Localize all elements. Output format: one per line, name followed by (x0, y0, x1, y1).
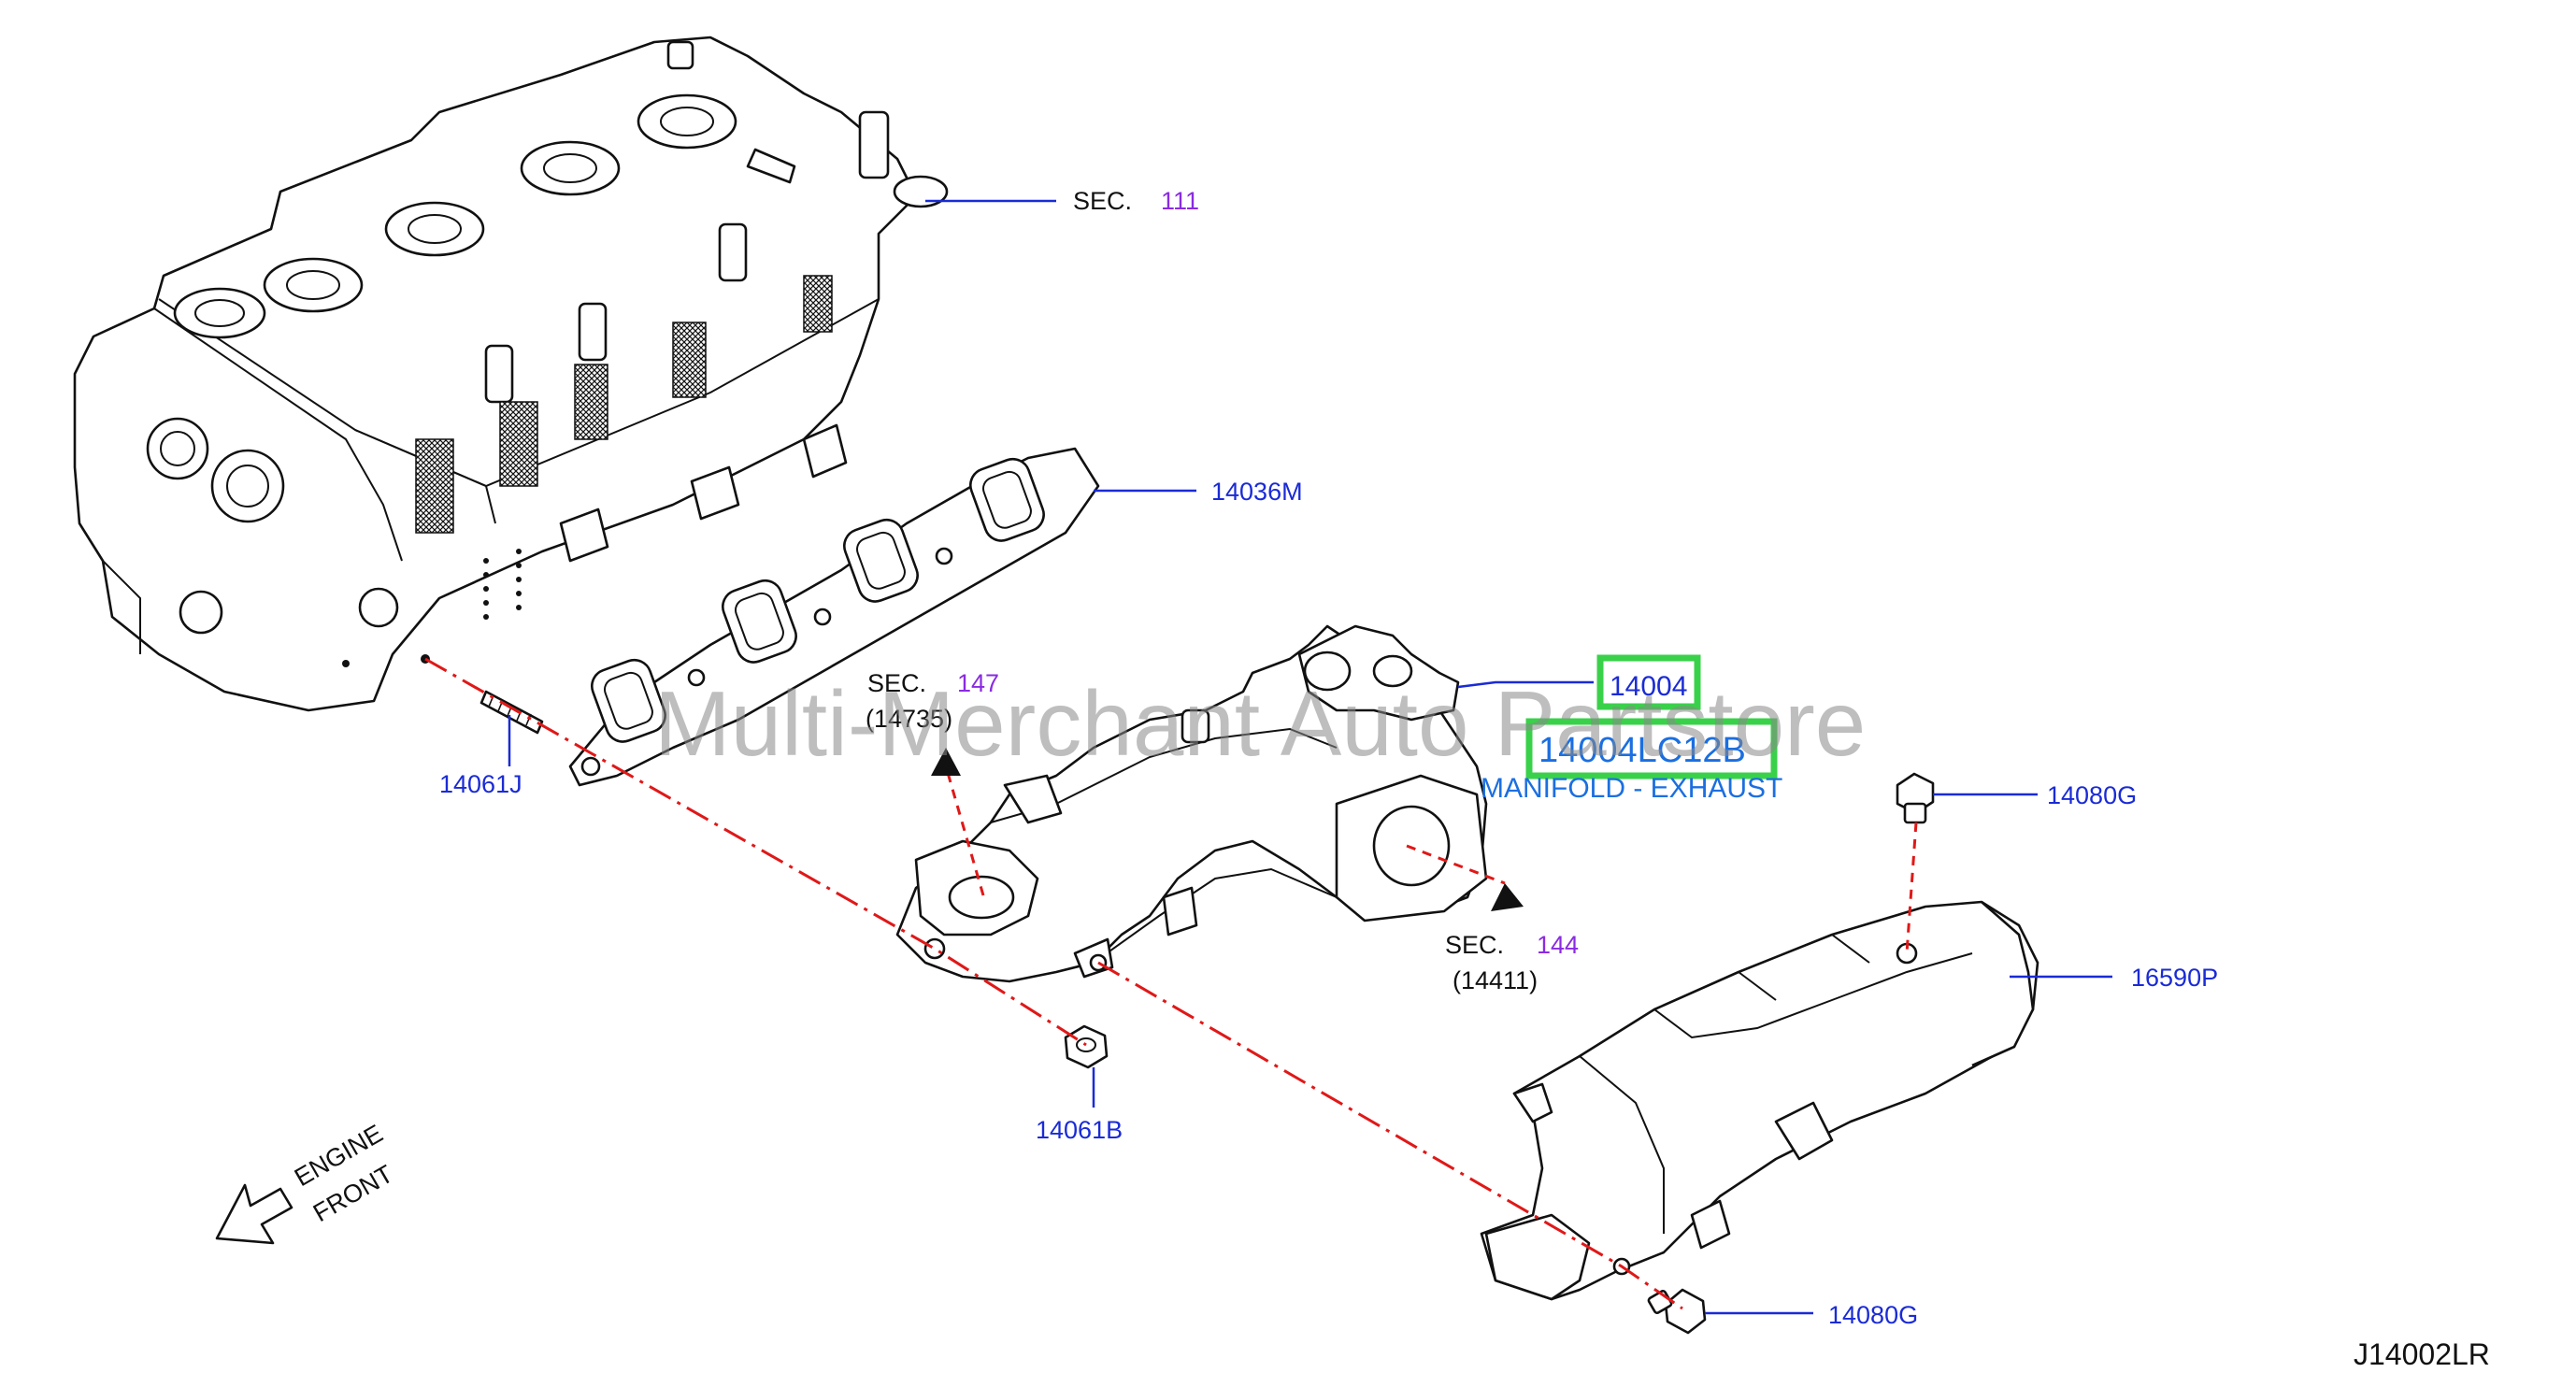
engine-front-arrow-icon (215, 1183, 293, 1245)
manifold-description: MANIFOLD - EXHAUST (1481, 773, 1782, 804)
leader-lines (508, 199, 2112, 1315)
sec-111-label: SEC. 111 (1073, 187, 1199, 215)
bolt-top-drawing (1896, 772, 1935, 824)
bolt-bottom-drawing (1647, 1288, 1707, 1335)
exhaust-gasket-drawing (568, 447, 1100, 787)
stud-drawing (479, 690, 544, 735)
sec-144-number[interactable]: 144 (1537, 931, 1579, 959)
sec-111-number[interactable]: 111 (1161, 187, 1199, 215)
sec-111-prefix: SEC. (1073, 187, 1132, 215)
sec-147-subref: (14735) (866, 705, 952, 733)
figure-code: J14002LR (2354, 1337, 2490, 1371)
callout-14004lc12b[interactable]: 14004LC12B (1538, 731, 1746, 770)
callout-14004[interactable]: 14004 (1610, 671, 1687, 702)
exhaust-manifold-drawing (895, 624, 1488, 983)
cylinder-head-drawing (73, 36, 949, 712)
heat-insulator-drawing (1480, 900, 2039, 1301)
engine-front-indicator: ENGINE FRONT (215, 1119, 398, 1245)
highlight-box-14004 (1596, 654, 1701, 710)
watermark-text: Multi-Merchant Auto Partstore (654, 672, 1866, 775)
callout-14080g-top[interactable]: 14080G (2047, 781, 2137, 809)
sec-147-prefix: SEC. (867, 669, 926, 697)
sec-144-label: SEC. 144 (14411) (1445, 931, 1579, 994)
alignment-lines (424, 657, 1918, 1310)
section-arrows (931, 748, 1524, 911)
sec-144-prefix: SEC. (1445, 931, 1504, 959)
highlight-box-14004lc12b (1525, 718, 1778, 779)
sec-147-number[interactable]: 147 (957, 669, 999, 697)
sec-144-subref: (14411) (1453, 966, 1538, 994)
callout-14061j[interactable]: 14061J (439, 770, 522, 798)
callout-14080g-bottom[interactable]: 14080G (1828, 1301, 1918, 1329)
callout-16590p[interactable]: 16590P (2131, 964, 2218, 992)
nut-drawing (1064, 1024, 1109, 1069)
sec-147-label: SEC. 147 (14735) (866, 669, 999, 733)
callout-14061b[interactable]: 14061B (1036, 1116, 1123, 1144)
callout-14036m[interactable]: 14036M (1211, 478, 1303, 506)
